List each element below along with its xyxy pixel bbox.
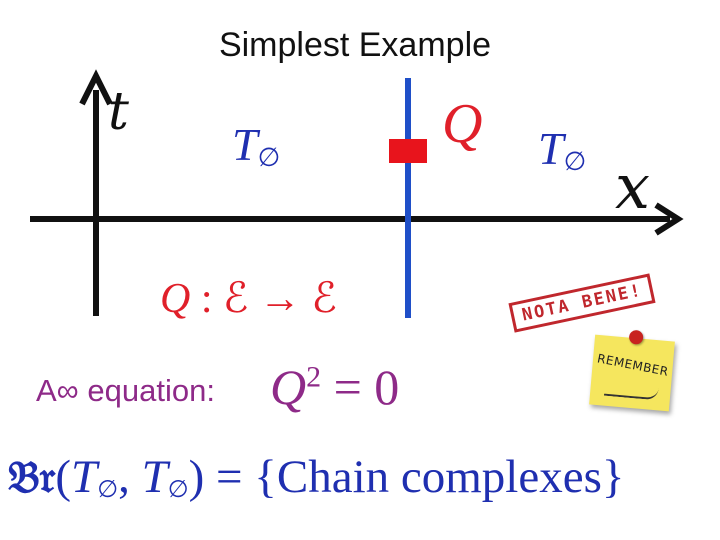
t-axis-label: t	[108, 82, 129, 142]
remember-sticky-note: REMEMBER	[589, 329, 675, 412]
a-infinity-equation: Q2 = 0	[270, 359, 400, 415]
defect-square	[389, 139, 427, 163]
map-equation: Q : ℰ → ℰ	[160, 276, 337, 322]
note-underline	[603, 383, 659, 401]
t-axis-arrowhead	[79, 69, 113, 106]
left-region-label: T∅	[232, 119, 281, 172]
slide-title: Simplest Example	[218, 26, 492, 64]
sticky-note-text: REMEMBER	[596, 351, 670, 379]
x-axis-arrowhead	[654, 202, 684, 236]
br-equation: 𝔅𝔯(T∅, T∅) = {Chain complexes}	[8, 451, 625, 503]
defect-label: Q	[442, 93, 483, 155]
a-infinity-label: A∞ equation:	[36, 373, 215, 408]
pushpin-icon	[628, 329, 644, 345]
right-region-label: T∅	[538, 123, 587, 176]
x-axis-label: x	[615, 150, 650, 223]
